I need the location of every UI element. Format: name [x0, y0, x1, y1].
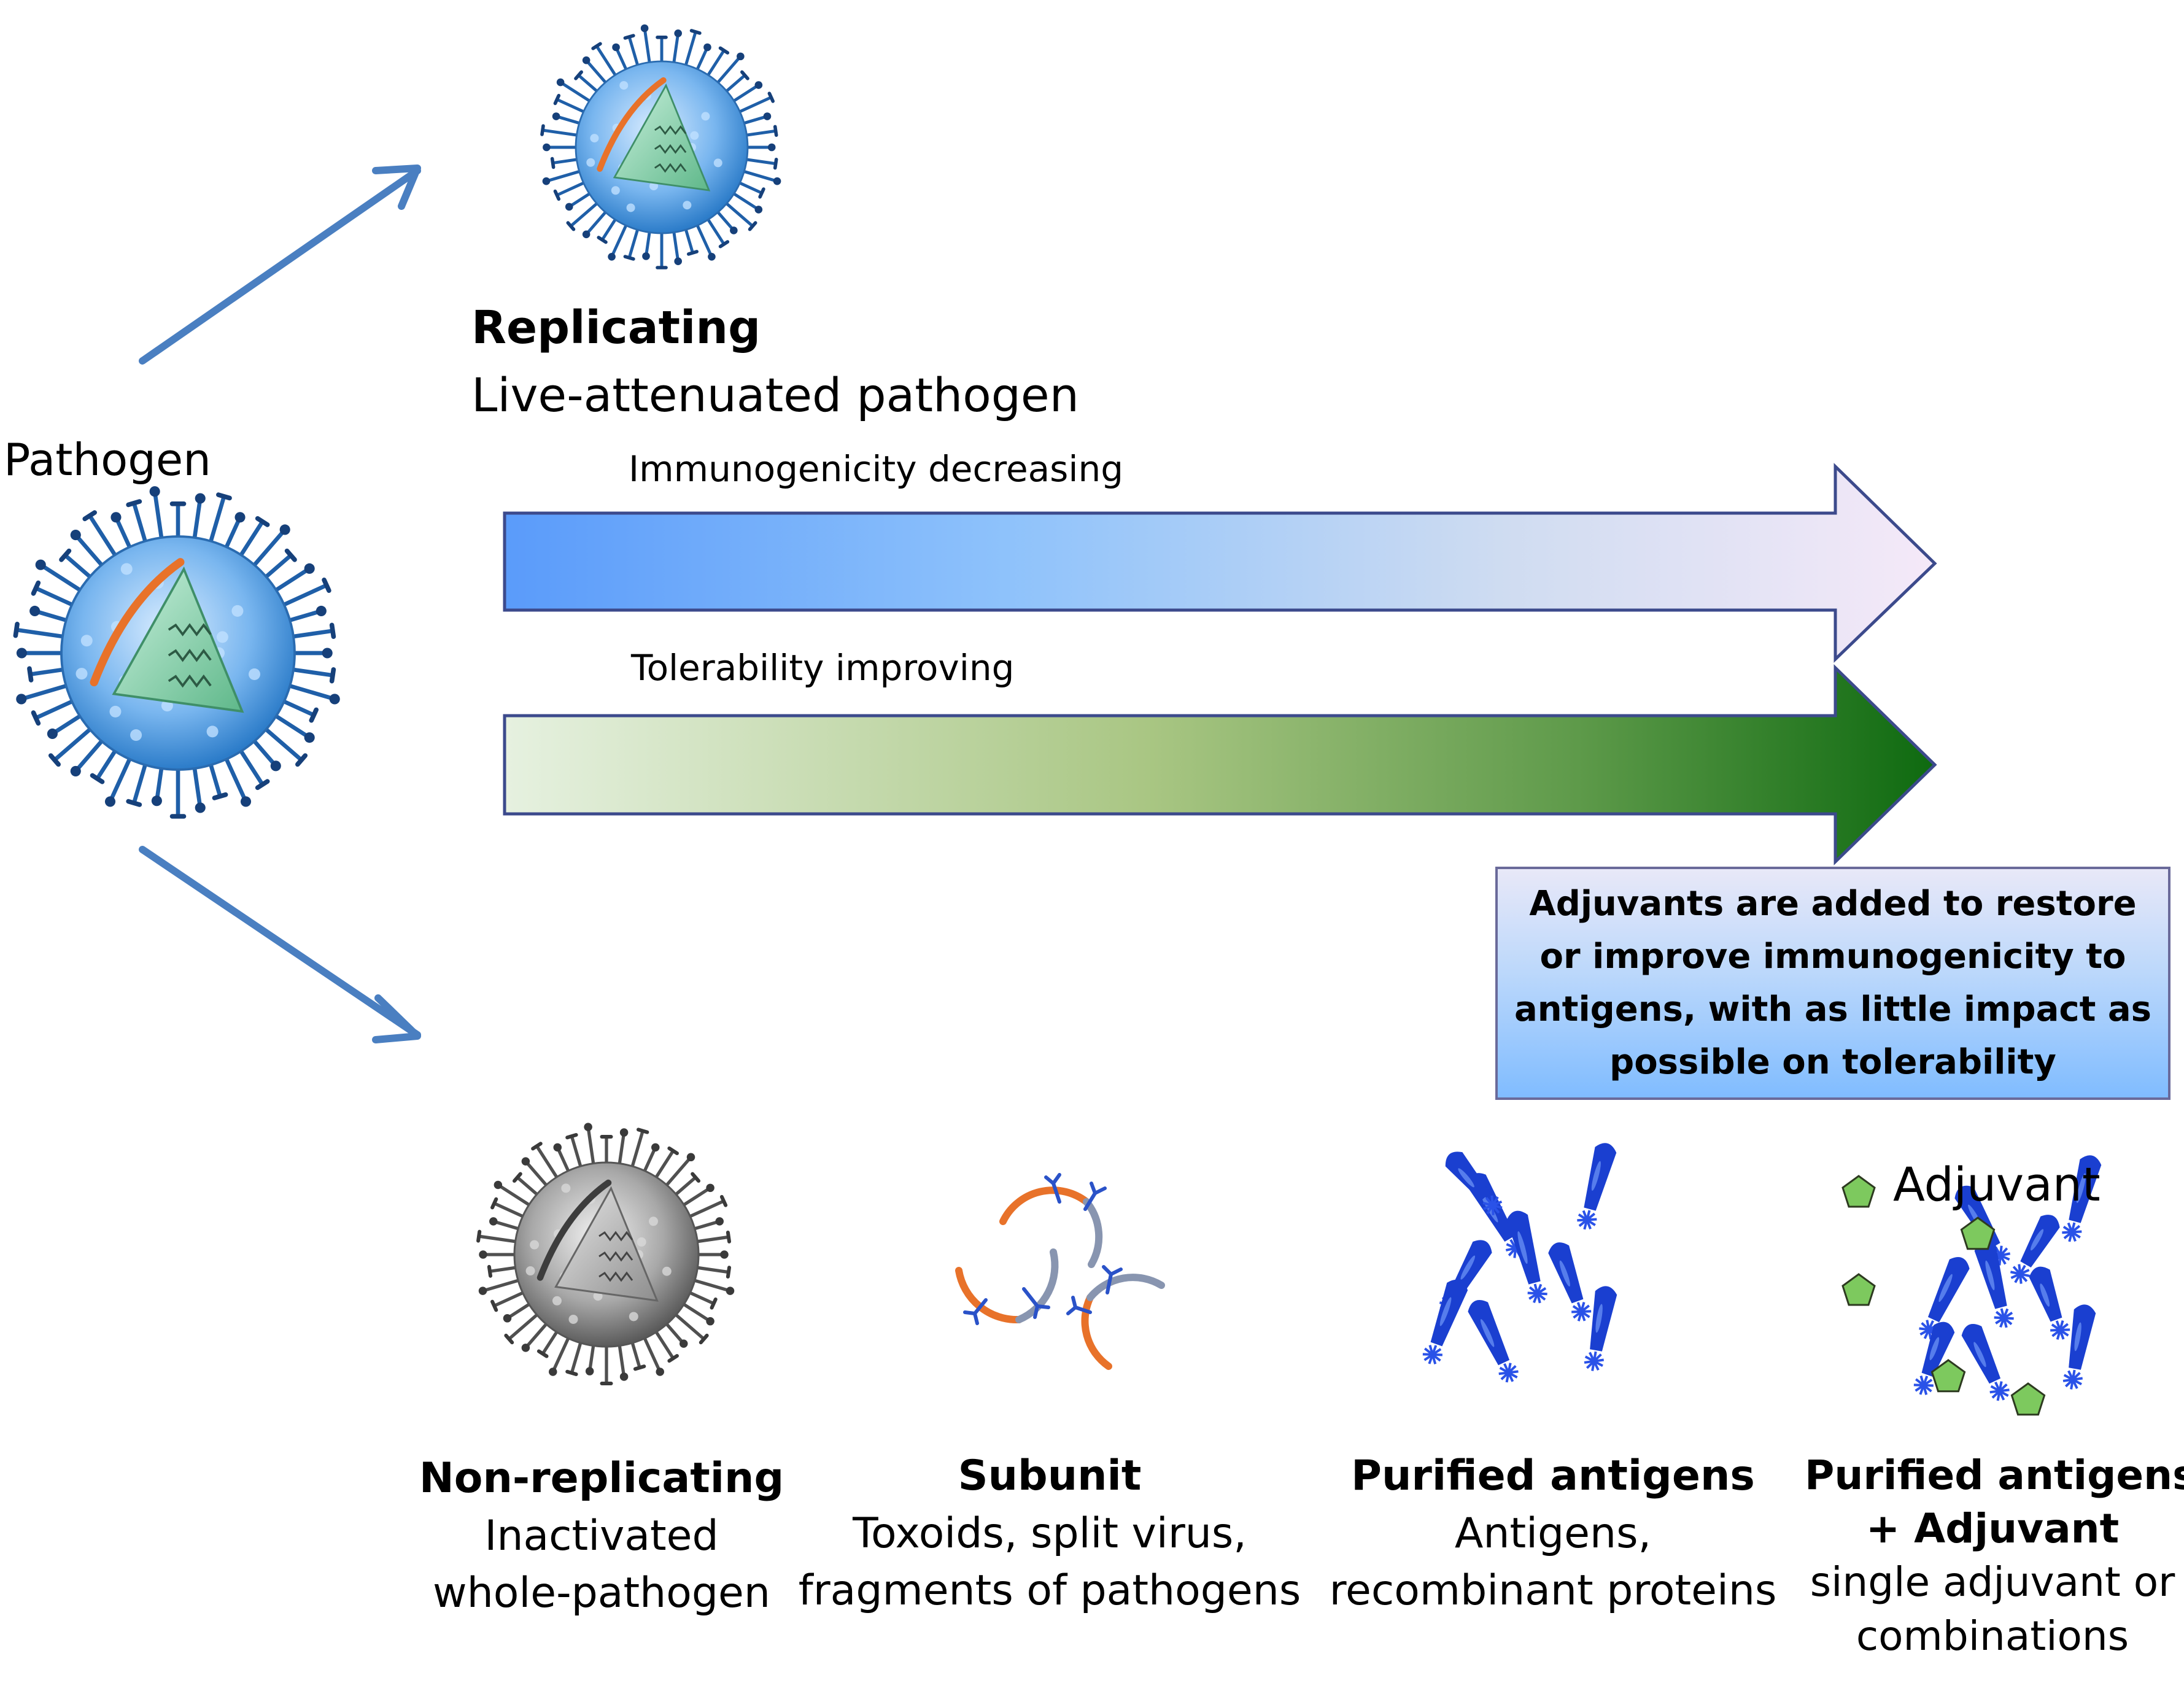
category-non-replicating: Non-replicating Inactivated whole-pathog… — [381, 1453, 823, 1619]
category-title-adjuvant: + Adjuvant — [1865, 1505, 2120, 1553]
adjuvant-legend-pentagon-icon — [1841, 1175, 1876, 1208]
category-line1: Toxoids, split virus, — [853, 1509, 1247, 1558]
replicating-subtitle: Live-attenuated pathogen — [471, 368, 1079, 422]
category-line2: recombinant proteins — [1329, 1566, 1777, 1615]
category-title: Subunit — [958, 1452, 1142, 1500]
tolerability-arrow-label: Tolerability improving — [631, 647, 1015, 689]
tolerability-arrow — [503, 664, 1937, 865]
live-attenuated-virus-icon — [540, 24, 781, 269]
category-title: Non-replicating — [419, 1454, 784, 1503]
category-line2: whole-pathogen — [433, 1569, 770, 1618]
pathogen-label: Pathogen — [4, 434, 211, 486]
arrow-up-right — [139, 164, 421, 365]
category-line1: single adjuvant or — [1810, 1558, 2175, 1606]
adjuvant-pentagon-icon — [1930, 1359, 1966, 1393]
antigens-with-adjuvant-icon — [1913, 1155, 2102, 1416]
adjuvant-legend-label: Adjuvant — [1893, 1157, 2101, 1212]
purified-antigens-icon — [1422, 1143, 1617, 1383]
adjuvant-pentagon-icon — [1960, 1217, 1996, 1250]
immunogenicity-arrow-label: Immunogenicity decreasing — [629, 448, 1124, 490]
category-title: Purified antigens — [1351, 1452, 1755, 1500]
subunit-fragments-icon — [955, 1173, 1165, 1370]
category-subunit: Subunit Toxoids, split virus, fragments … — [798, 1451, 1301, 1616]
category-line2: fragments of pathogens — [798, 1566, 1301, 1615]
adjuvant-callout-box: Adjuvants are added to restore or improv… — [1495, 867, 2170, 1100]
adjuvant-pentagon-icon — [2010, 1382, 2046, 1416]
category-antigens-plus-adjuvant: Purified antigens + Adjuvant single adju… — [1805, 1451, 2184, 1660]
category-line1: Antigens, — [1454, 1509, 1652, 1558]
inactivated-virus-icon — [476, 1123, 735, 1385]
pathogen-virus-icon — [13, 486, 340, 819]
adjuvant-callout-text: Adjuvants are added to restore or improv… — [1514, 884, 2151, 1082]
immunogenicity-arrow — [503, 463, 1937, 663]
replicating-title: Replicating — [471, 301, 761, 354]
arrow-down-right — [139, 846, 421, 1043]
category-line2: combinations — [1856, 1612, 2129, 1660]
category-purified-antigens: Purified antigens Antigens, recombinant … — [1314, 1451, 1792, 1616]
category-title: Purified antigens — [1805, 1452, 2184, 1499]
category-line1: Inactivated — [484, 1511, 719, 1560]
adjuvant-pentagon-icon — [1841, 1273, 1876, 1306]
